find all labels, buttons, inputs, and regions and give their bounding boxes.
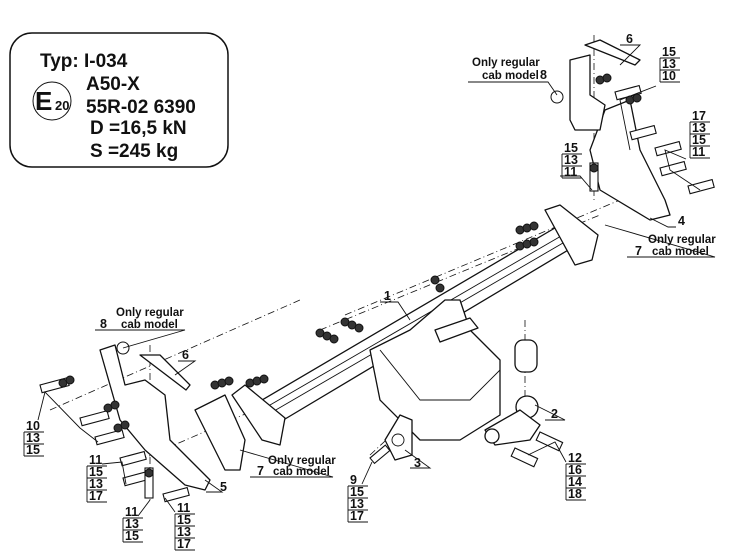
nuts-washers	[58, 73, 642, 478]
note-cab-model: cab model	[652, 246, 709, 258]
stack-item: 17	[692, 109, 706, 123]
main-crossbar	[231, 204, 599, 446]
label-part-3: 3	[414, 456, 421, 470]
stack-item: 15	[564, 141, 578, 155]
stack-item: 14	[568, 475, 582, 489]
d-value: D =16,5 kN	[90, 118, 187, 139]
stack-item: 11	[125, 505, 138, 519]
stack-item: 11	[89, 453, 102, 467]
model-label: A50-X	[86, 74, 140, 95]
approval-mark: E	[35, 86, 52, 116]
stack-item: 11	[177, 501, 190, 515]
type-label: Typ: I-034	[40, 51, 128, 72]
stack-item: 15	[177, 513, 191, 527]
label-part-4: 4	[678, 214, 685, 228]
stack-item: 12	[568, 451, 582, 465]
stack-item: 17	[350, 509, 364, 523]
label-part-8: 8	[540, 68, 547, 82]
note-only-regular: Only regular	[268, 455, 336, 467]
stack-item: 15	[26, 443, 40, 457]
label-part-6: 6	[626, 32, 633, 46]
note-only-regular: Only regular	[648, 234, 716, 246]
note-only-regular: Only regular	[472, 57, 540, 69]
stack-item: 13	[26, 431, 40, 445]
label-part-7: 7	[257, 464, 264, 478]
approval-country: 20	[55, 98, 69, 113]
stack-item: 9	[350, 473, 357, 487]
stack-item: 15	[89, 465, 103, 479]
stack-item: 11	[564, 165, 577, 179]
stack-item: 13	[89, 477, 103, 491]
stack-item: 10	[662, 69, 676, 83]
bolts	[39, 84, 715, 503]
part-labels: 6 Only regular cab model 8 4 Only regula…	[100, 32, 716, 494]
stack-item: 16	[568, 463, 582, 477]
label-part-5: 5	[220, 480, 227, 494]
stack-item: 15	[692, 133, 706, 147]
stack-item: 13	[662, 57, 676, 71]
left-bracket	[99, 344, 246, 491]
socket-plate	[384, 414, 413, 461]
stack-item: 15	[125, 529, 139, 543]
approval-circle	[32, 81, 72, 121]
stack-item: 17	[177, 537, 191, 551]
tow-ball	[484, 339, 541, 446]
fastener-stacks: 1513101713151115131110131511151317111315…	[23, 45, 710, 551]
right-bracket	[569, 39, 671, 221]
stack-item: 15	[662, 45, 676, 59]
stack-item: 13	[125, 517, 139, 531]
note-only-regular: Only regular	[116, 307, 184, 319]
label-part-2: 2	[551, 407, 558, 421]
s-value: S =245 kg	[90, 141, 178, 162]
stack-item: 13	[692, 121, 706, 135]
stack-item: 13	[350, 497, 364, 511]
note-cab-model: cab model	[121, 319, 178, 331]
label-part-1: 1	[384, 289, 391, 303]
label-part-6: 6	[182, 348, 189, 362]
note-cab-model: cab model	[273, 466, 330, 478]
approval-number: 55R-02 6390	[86, 97, 196, 118]
spec-plate: Typ: I-034 A50-X E 20 55R-02 6390 D =16,…	[9, 32, 229, 168]
stack-item: 10	[26, 419, 40, 433]
stack-item: 17	[89, 489, 103, 503]
label-part-8: 8	[100, 317, 107, 331]
stack-item: 13	[177, 525, 191, 539]
stack-item: 18	[568, 487, 582, 501]
stack-item: 11	[692, 145, 705, 159]
stack-item: 15	[350, 485, 364, 499]
label-part-7: 7	[635, 244, 642, 258]
note-cab-model: cab model	[482, 70, 539, 82]
leader-lines	[37, 44, 716, 517]
stack-item: 13	[564, 153, 578, 167]
